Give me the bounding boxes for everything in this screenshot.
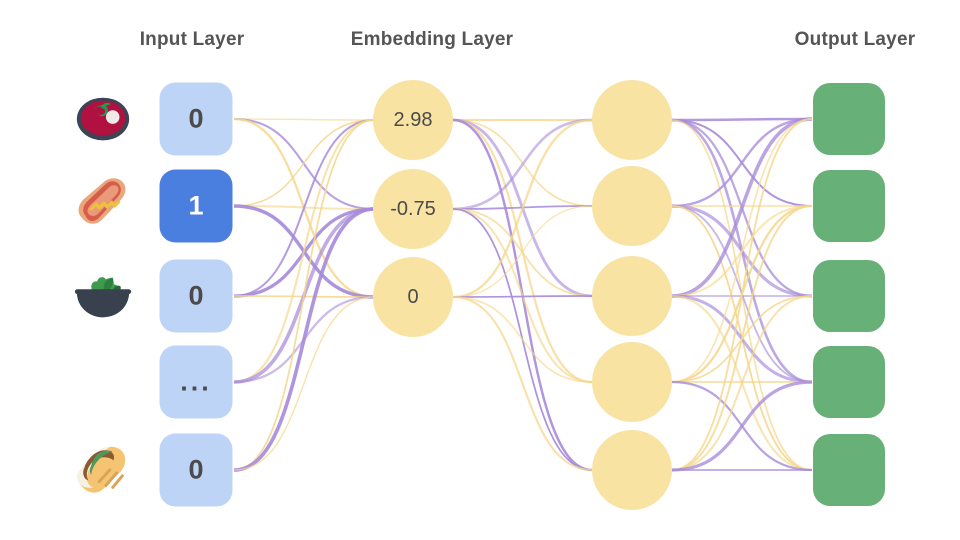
- edge: [671, 380, 813, 472]
- embedding-node-1-label: -0.75: [390, 197, 436, 220]
- edge: [452, 295, 593, 298]
- output-node-4[interactable]: [813, 434, 885, 506]
- edge: [452, 208, 593, 383]
- output-node-2[interactable]: [813, 260, 885, 332]
- edge: [233, 118, 375, 384]
- layer-title-0: Input Layer: [139, 29, 245, 50]
- hidden-node-0[interactable]: [592, 80, 672, 160]
- edge: [671, 295, 813, 471]
- input-node-3[interactable]: ...: [159, 345, 233, 419]
- edge: [233, 207, 375, 472]
- edge: [452, 118, 593, 299]
- edge: [233, 296, 375, 471]
- hot-dog-icon: [72, 175, 134, 237]
- input-node-0[interactable]: 0: [159, 82, 233, 156]
- edge: [452, 296, 593, 383]
- input-node-4[interactable]: 0: [159, 433, 233, 507]
- embedding-node-1[interactable]: -0.75: [373, 169, 453, 249]
- edge: [233, 119, 375, 471]
- hidden-node-4[interactable]: [592, 430, 672, 510]
- edge: [452, 295, 593, 472]
- edge: [671, 117, 813, 208]
- input-node-2[interactable]: 0: [159, 259, 233, 333]
- edge: [233, 119, 375, 207]
- edge: [671, 118, 813, 471]
- layer-title-2: Output Layer: [794, 29, 916, 50]
- embedding-node-0[interactable]: 2.98: [373, 80, 453, 160]
- hidden-node-2[interactable]: [592, 256, 672, 336]
- input-node-3-label: ...: [180, 366, 212, 397]
- edge: [233, 118, 375, 121]
- input-node-2-label: 0: [188, 280, 204, 311]
- edge: [452, 205, 593, 298]
- burrito-icon: [72, 439, 134, 501]
- edge: [233, 119, 375, 297]
- input-node-1[interactable]: 1: [159, 169, 233, 243]
- output-node-3[interactable]: [813, 346, 885, 418]
- soup-bowl-icon: [72, 88, 134, 150]
- edge: [671, 118, 813, 383]
- embedding-node-2-label: 0: [407, 285, 419, 308]
- edge: [671, 117, 813, 122]
- hidden-node-1[interactable]: [592, 166, 672, 246]
- hidden-node-3[interactable]: [592, 342, 672, 422]
- embedding-node-0-label: 2.98: [393, 108, 433, 131]
- output-node-0[interactable]: [813, 83, 885, 155]
- embedding-node-2[interactable]: 0: [373, 257, 453, 337]
- input-node-1-label: 1: [188, 190, 204, 221]
- output-node-1[interactable]: [813, 170, 885, 242]
- input-node-4-label: 0: [188, 454, 204, 485]
- salad-bowl-icon: [72, 265, 134, 327]
- layer-title-1: Embedding Layer: [350, 29, 514, 50]
- edge: [671, 205, 813, 471]
- edge: [452, 118, 593, 211]
- edge: [671, 117, 813, 298]
- input-node-0-label: 0: [188, 103, 204, 134]
